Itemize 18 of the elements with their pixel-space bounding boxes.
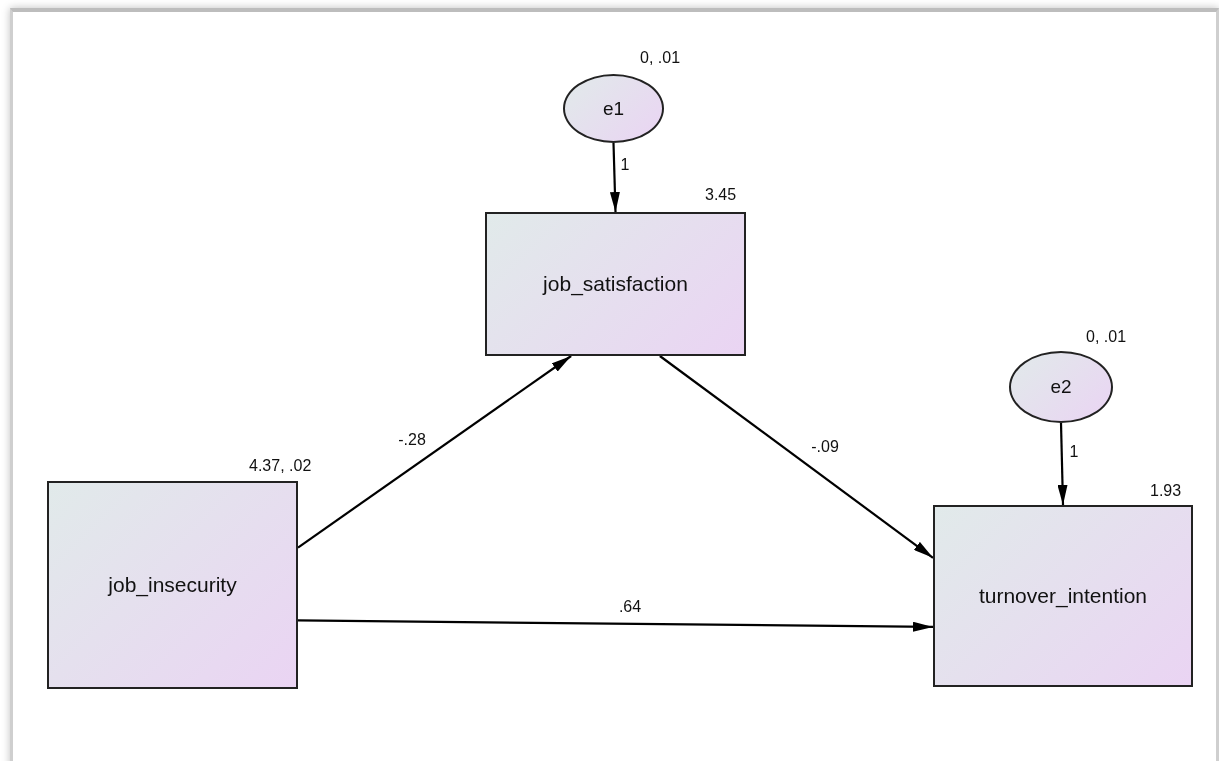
node-label: turnover_intention — [978, 584, 1148, 608]
estimate-label: 1.93 — [1150, 482, 1182, 500]
node-label: job_satisfaction — [543, 272, 688, 296]
arrow — [659, 355, 934, 559]
variable-box — [933, 505, 1193, 687]
estimate-label: 4.37, .02 — [249, 457, 312, 475]
arrow — [298, 619, 933, 632]
node-label: job_insecurity — [108, 573, 237, 597]
arrow — [297, 355, 572, 549]
arrow — [609, 142, 620, 213]
variable-box — [47, 481, 298, 689]
estimate-label: 0, .01 — [1086, 328, 1127, 346]
node-label: e2 — [1050, 376, 1072, 398]
arrow — [1057, 422, 1068, 506]
estimate-label: 3.45 — [705, 186, 737, 204]
variable-box — [485, 212, 746, 356]
node-label: e1 — [602, 97, 625, 120]
estimate-label: 0, .01 — [640, 49, 681, 67]
